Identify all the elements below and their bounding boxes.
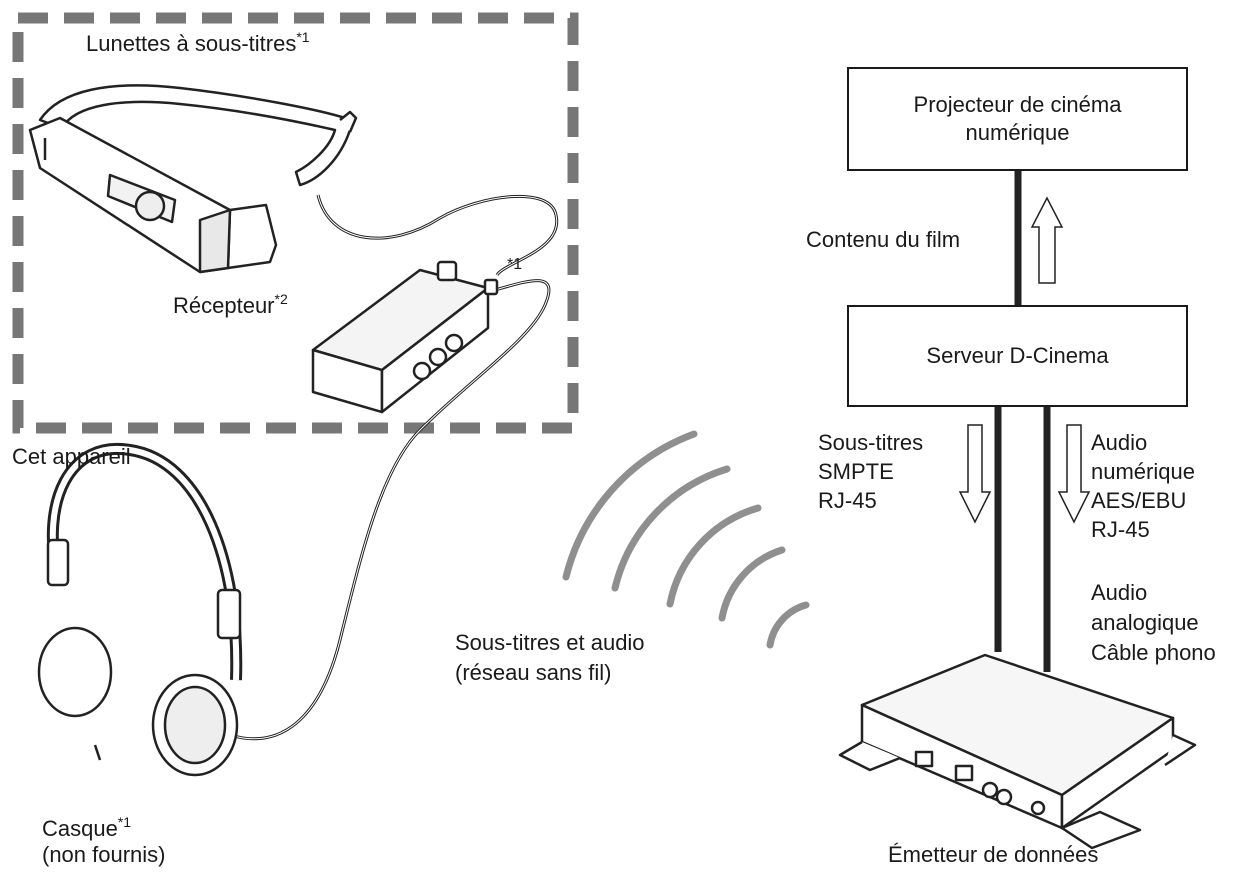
glasses-footnote-marker: *1 [296, 29, 310, 45]
headphones-sub-label: (non fournis) [42, 842, 166, 867]
glasses-label-text: Lunettes à sous-titres [86, 31, 297, 56]
wifi-arc-5 [766, 601, 810, 649]
cable-footnote-marker: *1 [507, 252, 522, 278]
movie-content-label: Contenu du film [806, 227, 961, 252]
wifi-arc-2 [611, 465, 731, 592]
headphones-label: Casque*1 [42, 814, 132, 842]
receiver-label: Récepteur*2 [173, 291, 288, 319]
analog-audio-label-line-1: Audio [1091, 580, 1148, 605]
movie-content-arrow [1030, 196, 1064, 284]
wireless-label-line2: (réseau sans fil) [455, 660, 612, 685]
analog-audio-label-line-2: analogique [1091, 610, 1199, 635]
digital-audio-label-line-4: RJ-45 [1091, 517, 1150, 542]
arrows [958, 196, 1091, 524]
wifi-arc-3 [666, 504, 762, 608]
headphones-illustration [37, 442, 243, 777]
subtitle-glasses-illustration [28, 84, 358, 274]
wifi-arcs [562, 430, 810, 649]
digital-audio-label-line-2: numérique [1091, 459, 1195, 484]
headphones-footnote-marker: *1 [117, 814, 132, 830]
wireless-label-line1: Sous-titres et audio [455, 630, 645, 655]
projector-box-label: Projecteur de cinéma numérique [913, 92, 1122, 145]
digital-audio-label: Audio numérique AES/EBU RJ-45 [1091, 428, 1195, 544]
this-device-label: Cet appareil [12, 444, 131, 469]
transmitter-illustration [838, 653, 1197, 850]
projector-box: Projecteur de cinéma numérique [847, 67, 1188, 171]
receiver-illustration [311, 260, 499, 414]
glasses-label: Lunettes à sous-titres*1 [86, 29, 310, 57]
subtitles-label: Sous-titres SMPTE RJ-45 [818, 428, 923, 515]
digital-audio-label-line-3: AES/EBU [1091, 488, 1187, 513]
headphones-label-text: Casque [42, 816, 118, 841]
receiver-label-text: Récepteur [173, 293, 275, 318]
analog-audio-label: Audio analogique Câble phono [1091, 578, 1216, 668]
cable-footnote-text: *1 [507, 256, 523, 273]
transmitter-label: Émetteur de données [888, 842, 1099, 867]
digital-audio-label-line-1: Audio [1091, 430, 1148, 455]
wifi-arc-1 [562, 430, 698, 581]
subtitles-arrow [958, 424, 992, 524]
subtitles-label-line-3: RJ-45 [818, 488, 877, 513]
device-boundary [12, 12, 579, 434]
wifi-arc-4 [718, 546, 786, 622]
receiver-footnote-marker: *2 [274, 291, 288, 307]
subtitles-label-line-1: Sous-titres [818, 430, 924, 455]
subtitles-label-line-2: SMPTE [818, 459, 894, 484]
analog-audio-label-line-3: Câble phono [1091, 640, 1216, 665]
server-box: Serveur D-Cinema [847, 305, 1188, 407]
digital-audio-arrow [1057, 424, 1091, 524]
server-box-label: Serveur D-Cinema [926, 343, 1109, 368]
